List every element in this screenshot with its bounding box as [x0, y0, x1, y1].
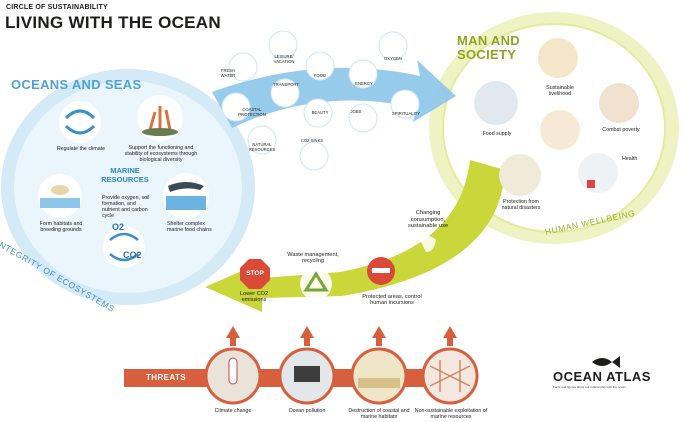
biodiversity-text: Support the functioning and stability of…: [124, 145, 198, 164]
overexploitation-text: Non-sustainable exploitation of marine r…: [414, 408, 488, 421]
threat-up-arrow-3: [372, 326, 386, 338]
natural-resources-label: NATURAL RESOURCES: [248, 142, 276, 152]
stop-sign-label: STOP: [246, 270, 264, 277]
oxygen-label: OXYGEN: [384, 56, 402, 61]
society-to-ocean-arrow: [205, 160, 505, 312]
transport-icon: [270, 78, 300, 108]
food-label: FOOD: [313, 73, 327, 78]
livelihood-icon: [538, 38, 578, 78]
beauty-icon: [303, 98, 333, 128]
whale-icon: [168, 182, 204, 192]
seabed-icon: [142, 128, 178, 136]
regulate-climate-text: Regulate the climate: [56, 146, 106, 152]
stop-sign-icon: [240, 259, 270, 289]
oxygen-cycle-text: Provide oxygen, soil formation, and nutr…: [102, 195, 150, 220]
changing-consumption-text: Changing consumption, sustainable use: [407, 210, 449, 230]
supertitle: CIRCLE OF SUSTAINABILITY: [6, 4, 108, 11]
jobs-label: JOBS: [350, 109, 362, 114]
threat-up-arrow-1: [226, 326, 240, 338]
threat-arrow-shaft-4: [447, 336, 453, 346]
threat-up-arrow-2: [300, 326, 314, 338]
energy-icon: [348, 59, 378, 89]
co2-sinks-icon: [299, 141, 329, 171]
lower-co2-text: Lower CO2 emissions: [239, 291, 269, 304]
ocean-to-society-arrow: [212, 60, 456, 128]
cycle-arrows-icon: [64, 109, 96, 135]
marine-resources-line2: RESOURCES: [101, 175, 149, 184]
regulate-climate-icon: [59, 101, 101, 143]
oxygen-icon: [378, 31, 408, 61]
coral-icon: [148, 106, 172, 131]
co2-sinks-label: CO2 SINKS: [300, 138, 324, 143]
ocean-band-icon: [166, 196, 206, 210]
threat-arrow-shaft-2: [304, 336, 310, 346]
no-entry-bar-icon: [372, 268, 390, 273]
habitats-text: Form habitats and breeding grounds: [39, 221, 83, 234]
ocean-atlas-fish-logo: [592, 356, 620, 368]
spirituality-icon: [390, 89, 420, 119]
beauty-label: BEAUTY: [311, 110, 329, 115]
society-title-line2: SOCIETY: [457, 47, 517, 62]
brand-tagline: Facts and figures about our relationship…: [553, 385, 626, 389]
natural-resources-icon: [247, 125, 277, 155]
energy-label: ENERGY: [355, 81, 373, 86]
oil-rig-icon: [294, 366, 320, 382]
leisure-icon: [268, 30, 298, 60]
bird-icon: [51, 185, 69, 195]
protected-areas-text: Protected areas, control human incursion…: [362, 294, 422, 307]
spirituality-label: SPIRITUALITY: [391, 111, 421, 116]
fresh-water-label: FRESH WATER: [220, 68, 236, 78]
fishing-net-icon: [429, 360, 471, 392]
oceans-title: OCEANS AND SEAS: [11, 77, 142, 92]
food-supply-icon: [474, 81, 518, 125]
thermometer-icon: [228, 357, 238, 385]
food-supply-text: Food supply: [482, 131, 512, 137]
water-band-icon: [40, 198, 80, 208]
disaster-protection-text: Protection from natural disasters: [501, 199, 541, 212]
recycle-arrows-icon: [303, 271, 329, 292]
recycling-icon: [300, 268, 332, 300]
threat-up-arrow-4: [443, 326, 457, 338]
climate-change-text: Climate change: [214, 408, 252, 414]
combat-poverty-icon: [599, 83, 639, 123]
health-icon: [578, 153, 618, 193]
page-title: LIVING WITH THE OCEAN: [5, 13, 221, 32]
brand-name: OCEAN ATLAS: [553, 369, 651, 384]
food-icon: [305, 51, 335, 81]
disaster-protection-icon: [499, 154, 541, 196]
footprint-icon: [420, 236, 436, 252]
leisure-label: LEISURE/ VACATION: [273, 54, 295, 64]
combat-poverty-text: Combat poverty: [602, 127, 640, 133]
health-text: Health: [622, 156, 638, 162]
medical-cross-icon: [587, 180, 595, 188]
o2-label: O2: [112, 222, 125, 232]
co2-label: CO2: [123, 250, 142, 260]
threats-label: THREATS: [146, 373, 186, 382]
beach-icon: [358, 378, 400, 388]
person-icon: [540, 110, 580, 150]
transport-label: TRANSPORT: [273, 82, 299, 87]
coastal-protection-label: COASTAL PROTECTION: [238, 107, 266, 117]
waste-management-text: Waste management, recycling: [287, 252, 339, 265]
habitat-destruction-text: Destruction of coastal and marine habita…: [348, 408, 410, 421]
marine-resources-line1: MARINE: [110, 166, 140, 175]
livelihood-text: Sustainable livelihood: [546, 85, 574, 98]
jobs-icon: [348, 103, 378, 133]
threat-arrow-shaft-1: [230, 336, 236, 346]
food-chains-text: Shelter complex marine food chains: [167, 221, 212, 234]
habitat-destruction-icon: [350, 347, 408, 405]
ocean-pollution-text: Ocean pollution: [288, 408, 326, 414]
habitats-icon: [38, 174, 82, 218]
coastal-protection-icon: [221, 92, 251, 122]
threat-arrow-shaft-3: [376, 336, 382, 346]
fresh-water-icon: [228, 52, 258, 82]
carbon-arrows-icon: [109, 232, 139, 262]
society-title-line1: MAN AND: [457, 33, 520, 48]
